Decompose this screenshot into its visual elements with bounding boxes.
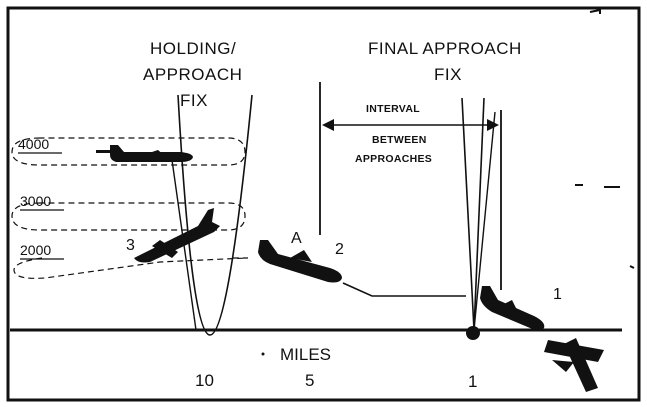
aircraft-3-icon	[134, 208, 220, 263]
stray-mark	[629, 265, 635, 269]
holding-fix-cone	[177, 94, 253, 336]
mile-label-5: 5	[305, 371, 314, 390]
aircraft-1-label: 1	[553, 286, 562, 303]
approach-path-aircraft-2	[342, 282, 466, 297]
holding-fix-title-line2: APPROACH	[143, 65, 242, 84]
interval-label-line3: APPROACHES	[355, 153, 432, 165]
aircraft-2-label: 2	[335, 241, 344, 258]
final-approach-fix-title-line2: FIX	[434, 65, 462, 84]
final-fix-cone-left	[461, 97, 475, 331]
altitude-label-4000: 4000	[18, 136, 49, 152]
interval-label-line1: INTERVAL	[366, 103, 420, 115]
aircraft-1-icon	[480, 286, 545, 330]
altitude-label-3000: 3000	[20, 193, 51, 209]
altitude-label-2000: 2000	[20, 242, 51, 258]
interval-arrow-right-head	[487, 119, 499, 131]
holding-fix-title-line1: HOLDING/	[150, 39, 236, 58]
mile-label-1: 1	[468, 372, 477, 391]
final-fix-cone-right	[473, 97, 485, 331]
final-approach-fix-title-line1: FINAL APPROACH	[368, 39, 522, 58]
aircraft-2-icon	[258, 240, 342, 283]
aircraft-4000-icon	[96, 145, 193, 162]
aircraft-3-label: 3	[126, 237, 135, 254]
final-fix-marker	[466, 326, 480, 340]
interval-label-line2: BETWEEN	[372, 134, 427, 146]
runway-symbol-icon	[544, 338, 604, 392]
holding-fix-title-line3: FIX	[180, 91, 208, 110]
miles-axis-title: MILES	[280, 345, 331, 364]
frame-corner-mark	[589, 8, 601, 14]
final-fix-cone-outer	[473, 111, 496, 331]
mile-label-10: 10	[195, 371, 214, 390]
diagram-frame	[6, 6, 641, 402]
stray-mark	[261, 352, 265, 356]
interval-arrow-left-head	[322, 119, 334, 131]
holding-pattern-2000	[13, 257, 249, 279]
aircraft-a-label: A	[291, 230, 302, 247]
